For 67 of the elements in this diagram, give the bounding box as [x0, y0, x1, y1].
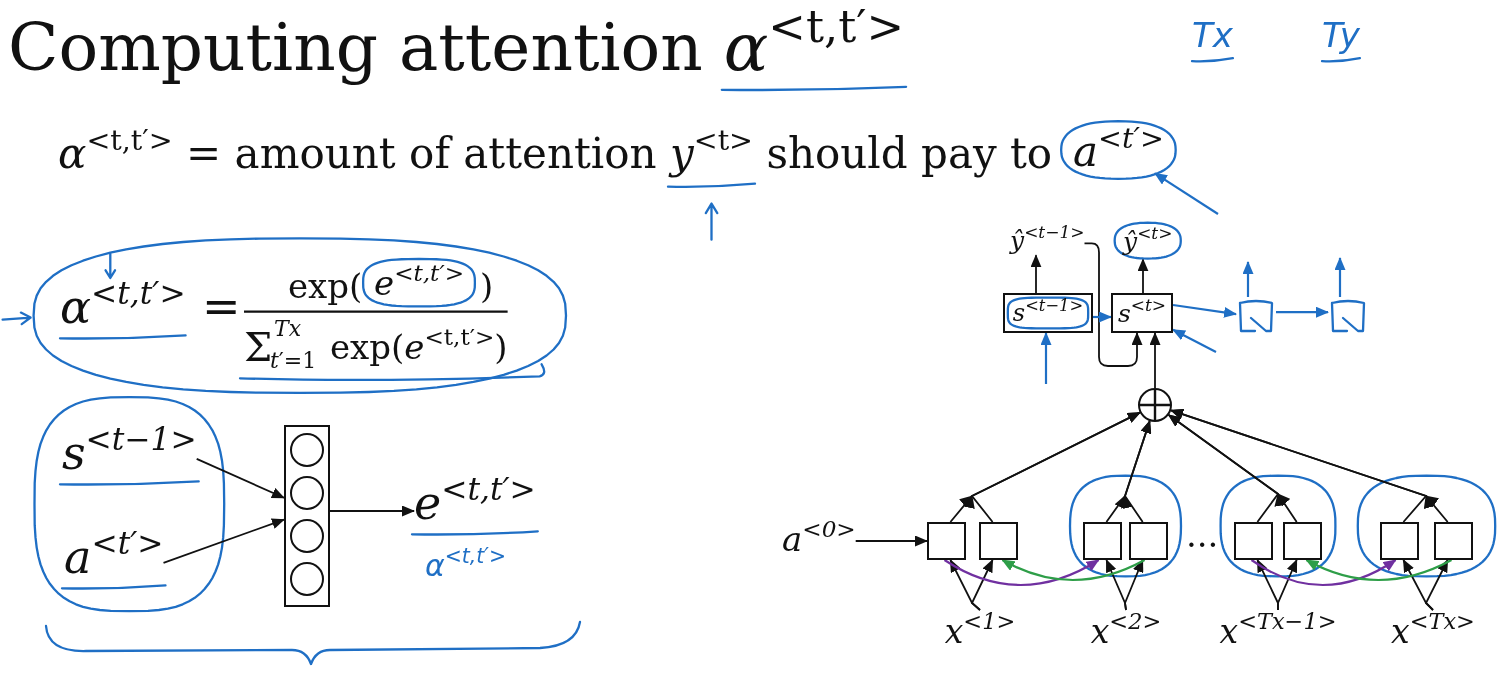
numerator-term: exp( — [288, 267, 363, 307]
arrow — [1030, 254, 1042, 294]
pen-arrow — [1093, 311, 1112, 323]
neuron-circle — [290, 433, 324, 467]
definition-sentence: α$^{<t,t′>}$ = amount of attention y$^{<t>}$ should pay to — [58, 126, 1053, 178]
pen-arrow — [1334, 257, 1346, 297]
neuron-circle — [290, 476, 324, 510]
circled-variable: a$^{<t′>}$ — [1060, 120, 1177, 180]
variable-label: s$^{<t−1>}$ — [62, 424, 197, 481]
arrow — [1121, 420, 1152, 523]
network-layer — [284, 425, 330, 607]
pen-arrow — [1276, 306, 1329, 318]
pen-arrow — [1242, 261, 1254, 297]
neuron-circle — [290, 562, 324, 596]
arrow — [854, 535, 928, 547]
variable-label: e$^{<t,t′>}$ — [414, 474, 536, 531]
output-label: ŷ$^{<t−1>}$ — [1010, 224, 1085, 256]
rnn-cell — [1380, 522, 1419, 560]
input-label: x$^{<2>}$ — [1090, 610, 1162, 651]
rnn-cell — [927, 522, 966, 560]
arrow — [162, 518, 285, 564]
input-label: x$^{<Tx−1>}$ — [1219, 610, 1337, 651]
numerator-term: ) — [480, 267, 494, 307]
input-label: x$^{<1>}$ — [944, 610, 1016, 651]
arrow — [1149, 332, 1161, 389]
arrow — [329, 505, 415, 517]
arrow — [1277, 559, 1298, 611]
arrow — [195, 458, 285, 499]
input-label: a$^{<0>}$ — [782, 518, 856, 560]
arrow — [1250, 559, 1397, 587]
pen-arrow — [1172, 328, 1217, 353]
arrow — [1001, 559, 1146, 582]
sum-limit: Tx — [274, 316, 302, 342]
arrow — [1424, 559, 1449, 611]
equals-sign: = — [202, 280, 241, 333]
arrow — [970, 559, 994, 611]
formula-term: α$^{<t,t′>}$ — [60, 278, 186, 335]
sum-limit: t′=1 — [270, 348, 317, 374]
sketch-box — [1236, 297, 1276, 335]
arrow — [1124, 559, 1144, 611]
denominator-term: exp(e$^{<t,t′>}$) — [330, 326, 508, 368]
state-box: s$^{<t−1>}$ — [1003, 293, 1093, 333]
output-label: ŷ$^{<t>}$ — [1114, 222, 1182, 260]
rnn-cell — [1083, 522, 1122, 560]
rnn-cell — [979, 522, 1018, 560]
sum-node — [1138, 388, 1172, 422]
handwritten-note: Ty — [1322, 16, 1360, 56]
rnn-cell — [1434, 522, 1473, 560]
arrow — [1137, 258, 1149, 294]
circled-variable: e$^{<t,t′>}$ — [362, 258, 477, 308]
state-box: s$^{<t>}$ — [1111, 293, 1173, 333]
rnn-cell — [1129, 522, 1168, 560]
arrow — [1305, 559, 1452, 582]
neuron-circle — [290, 519, 324, 553]
input-label: x$^{<Tx>}$ — [1391, 610, 1475, 651]
pen-arrow — [1040, 332, 1052, 384]
rnn-cell — [1234, 522, 1273, 560]
handwritten-note: α$^{<t,t′>}$ — [425, 546, 507, 584]
rnn-cell — [1283, 522, 1322, 560]
arrow — [943, 559, 1100, 587]
sketch-box — [1328, 297, 1368, 335]
variable-label: a$^{<t′>}$ — [64, 528, 164, 585]
slide-title: Computing attention α$^{<t,t′>}$ — [8, 5, 905, 86]
handwritten-note: Tx — [1192, 16, 1233, 56]
ellipsis: ... — [1186, 516, 1219, 556]
pen-arrow — [1154, 172, 1219, 215]
pen-arrow — [1172, 303, 1237, 318]
